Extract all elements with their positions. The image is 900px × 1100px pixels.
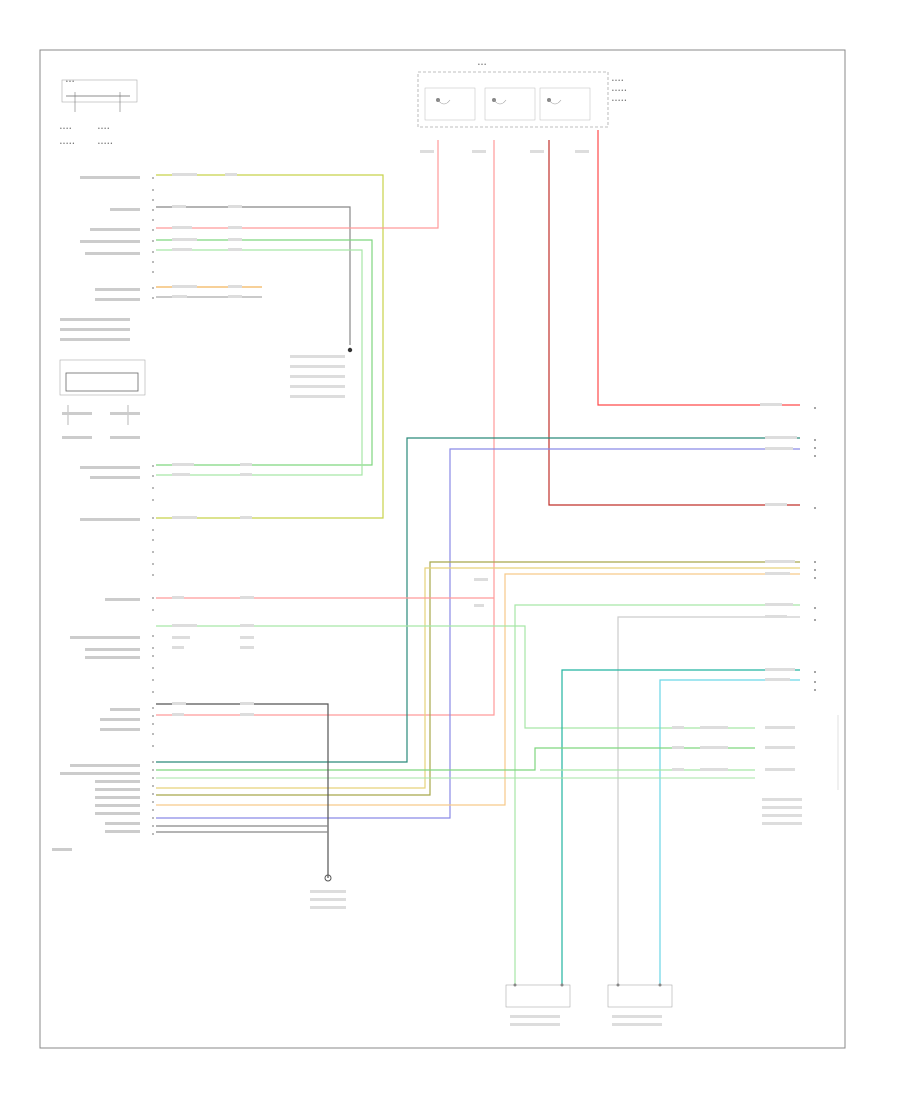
wire-black-ground [156,703,329,878]
svg-text:• • • • •: • • • • • [612,98,627,104]
amplifier-note [762,715,839,825]
wire-yellow-green-top [156,174,384,519]
right-rear-speaker [607,983,673,1026]
wire-gray-1 [156,206,351,345]
left-connector-labels [52,176,140,851]
wire-pink-fuse [156,140,439,229]
center-annotation [290,347,353,398]
svg-text:• • •: • • • [66,79,74,85]
wire-light-green-1 [156,249,363,476]
wire-tags [172,150,797,771]
wire-teal [561,669,800,985]
wire-green-1 [156,239,373,466]
wire-dark-red [548,140,800,506]
svg-text:• • • •: • • • • [98,126,109,132]
svg-text:• • •: • • • [478,62,486,68]
wire-cyan [659,679,800,985]
wire-green-amp-2 [156,747,755,771]
ground [310,874,346,909]
remote-module [59,359,146,439]
wire-gray-right [617,616,800,985]
svg-text:• • • •: • • • • [612,78,623,84]
fuse-block: • • • • • • • • • • • • • • • • • [417,62,627,128]
wire-olive-right [156,561,800,796]
top-left-speaker: • • • • • • • • • • • • • • • • • • • • … [60,79,138,147]
svg-text:• • • •: • • • • [60,126,71,132]
wire-red-main [597,130,800,406]
wires [156,130,800,985]
svg-text:• • • • •: • • • • • [98,141,113,147]
right-terminals [814,407,816,691]
wire-green-right [514,604,800,985]
left-rear-speaker [505,983,571,1026]
wire-dark-teal [156,437,800,763]
wire-yellow-right [156,567,800,789]
wire-blue [156,448,800,819]
svg-text:• • • • •: • • • • • [60,141,75,147]
pin-number-column [152,177,154,835]
wire-light-green-mid [156,625,755,729]
wire-orange-right [156,573,800,806]
diagram-border [39,49,846,1049]
wire-pink-long [156,140,495,716]
svg-text:• • • • •: • • • • • [612,88,627,94]
